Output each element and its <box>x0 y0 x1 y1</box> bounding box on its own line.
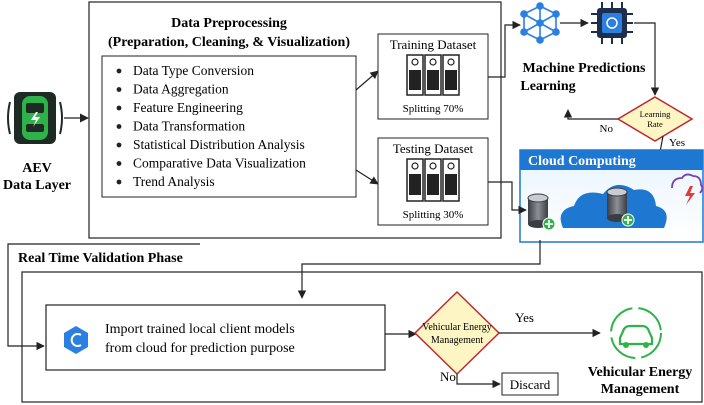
preprocessing-step: Trend Analysis <box>133 174 215 189</box>
electric-vehicle-icon <box>610 307 662 359</box>
bullet-icon <box>116 179 122 185</box>
import-text-line1: Import trained local client models <box>105 322 295 337</box>
ai-chip-icon <box>591 2 633 44</box>
result-label-line1: Vehicular Energy <box>588 365 693 380</box>
discard-label: Discard <box>510 377 551 392</box>
preprocessing-step: Data Type Conversion <box>133 63 254 78</box>
learning-rate-yes-label: Yes <box>669 137 685 149</box>
import-text-line2: from cloud for prediction purpose <box>105 341 295 356</box>
electric-car-icon <box>7 92 63 144</box>
testing-dataset: Testing Dataset Splitting 30% <box>377 137 489 226</box>
arrow-learning-rate-no <box>563 109 618 120</box>
bullet-icon <box>116 161 122 166</box>
preprocessing-step: Comparative Data Visualization <box>133 156 306 171</box>
preprocessing-step: Feature Engineering <box>133 100 243 115</box>
decision-label-line1: Vehicular Energy <box>422 322 492 333</box>
validation-panel <box>21 271 703 403</box>
bullet-icon <box>116 87 122 92</box>
testing-dataset-title: Testing Dataset <box>393 141 474 156</box>
arrow-testing-to-cloud <box>488 181 527 215</box>
learning-rate-label-line1: Learning <box>640 109 671 119</box>
decision-label-line2: Management <box>431 335 483 346</box>
preprocessing-step: Data Aggregation <box>133 82 229 97</box>
arrow-decision-no <box>456 374 501 389</box>
learning-rate-no-label: No <box>600 123 614 135</box>
binder-icon <box>406 158 460 202</box>
arrow-cloud-to-import <box>297 240 541 299</box>
bullet-icon <box>116 142 122 148</box>
learning-rate-decision: Learning Rate <box>616 96 694 142</box>
aev-data-layer: AEV Data Layer <box>3 92 71 193</box>
bullet-icon <box>116 68 122 74</box>
cloud-computing-title: Cloud Computing <box>528 154 636 169</box>
arrow-to-training <box>355 70 379 91</box>
decision-yes-label: Yes <box>515 310 534 325</box>
arrow-training-to-ml <box>488 20 521 78</box>
result-label-line2: Management <box>601 382 680 397</box>
preprocessing-panel <box>88 1 502 239</box>
binder-icon <box>406 54 460 96</box>
decision-no-label: No <box>440 369 456 384</box>
aev-label-line1: AEV <box>22 161 52 176</box>
neural-network-icon <box>520 2 560 44</box>
energy-management-decision: Vehicular Energy Management <box>413 290 501 376</box>
training-split-label: Splitting 70% <box>403 103 464 115</box>
ml-label-line1: Machine Predictions <box>522 61 646 76</box>
arrow-loop-to-import <box>7 243 200 351</box>
cloud-ml-icon <box>64 326 88 354</box>
import-models-box: Import trained local client models from … <box>45 304 386 371</box>
preprocessing-title: Data Preprocessing <box>171 16 287 31</box>
validation-phase-title: Real Time Validation Phase <box>18 251 183 266</box>
ml-label-line2: Learning <box>520 79 575 94</box>
bullet-icon <box>116 124 122 129</box>
arrow-chip-to-learning-rate <box>634 22 660 96</box>
arrow-to-testing <box>355 169 379 185</box>
training-dataset-title: Training Dataset <box>390 37 477 52</box>
bullet-icon <box>116 105 122 111</box>
preprocessing-subtitle: (Preparation, Cleaning, & Visualization) <box>108 35 350 50</box>
cloud-storage-icon <box>671 173 704 205</box>
discard-box <box>501 372 559 396</box>
preprocessing-steps-box <box>101 55 357 198</box>
training-dataset: Training Dataset Splitting 70% <box>377 33 489 120</box>
testing-split-label: Splitting 30% <box>403 209 464 221</box>
learning-rate-label-line2: Rate <box>647 119 663 129</box>
preprocessing-step: Statistical Distribution Analysis <box>133 137 305 152</box>
database-icon <box>527 193 556 231</box>
aev-label-line2: Data Layer <box>3 178 71 193</box>
preprocessing-step: Data Transformation <box>133 119 245 134</box>
database-icon <box>606 187 635 227</box>
